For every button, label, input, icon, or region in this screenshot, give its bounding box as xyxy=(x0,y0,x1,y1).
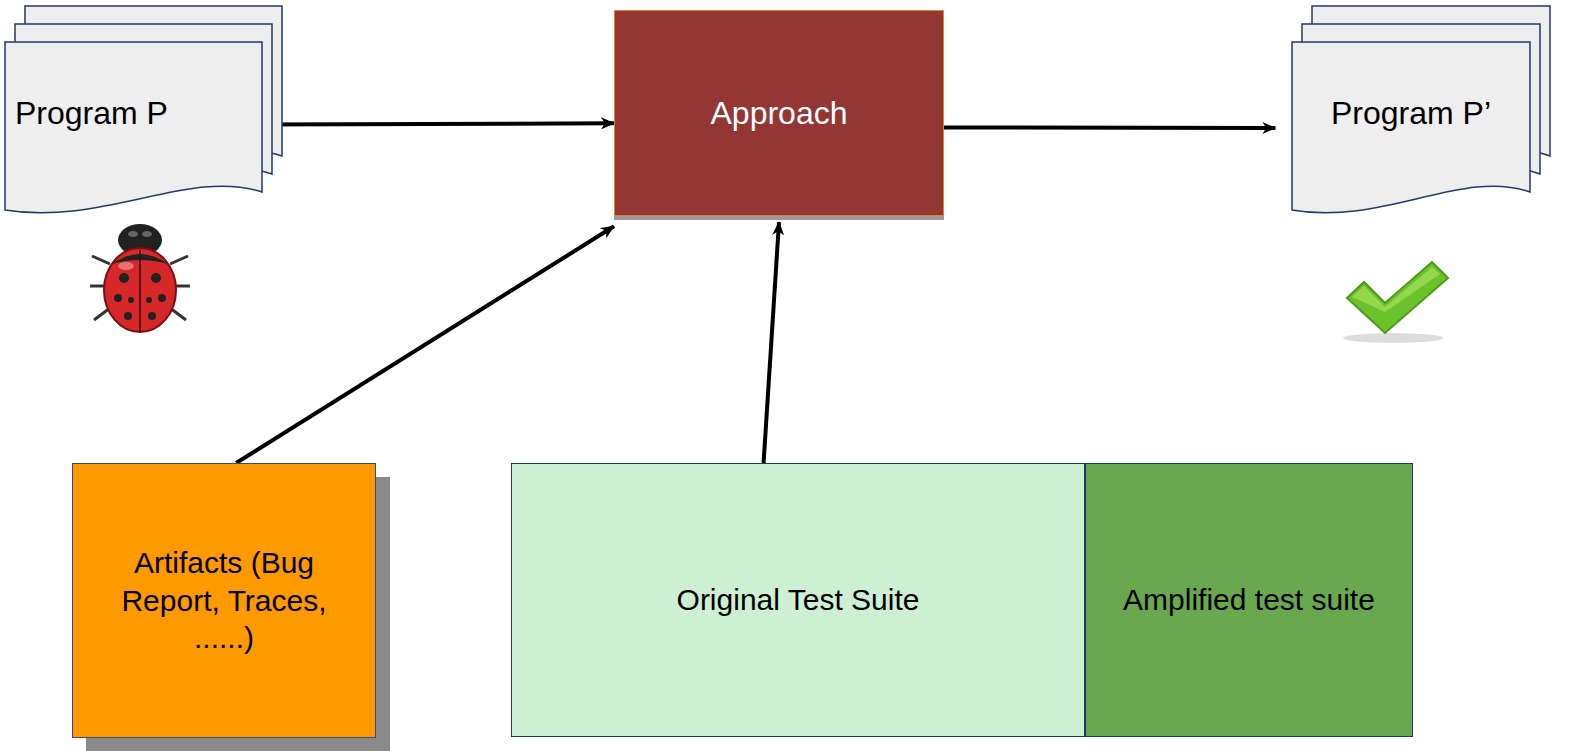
arrow-connector xyxy=(764,222,779,463)
arrow-connector xyxy=(944,125,1275,130)
artifact-box: Artifacts (Bug Report, Traces, ......) xyxy=(72,463,376,738)
node-label: Program P’ xyxy=(1331,93,1491,133)
arrow-connector xyxy=(262,123,614,124)
node-label: Artifacts (Bug Report, Traces, ......) xyxy=(89,544,359,657)
node-label: Original Test Suite xyxy=(677,581,920,619)
document-page xyxy=(5,42,262,213)
bug-icon xyxy=(90,224,190,332)
test-suite-box: Original Test Suite xyxy=(511,463,1085,737)
process-box: Approach xyxy=(614,10,944,216)
document-page xyxy=(1292,42,1530,213)
program-document: Program P xyxy=(5,42,262,214)
check-icon xyxy=(1343,262,1448,343)
node-label: Program P xyxy=(15,93,168,133)
node-label: Amplified test suite xyxy=(1123,581,1375,619)
test-suite-box: Amplified test suite xyxy=(1085,463,1413,737)
node-label: Approach xyxy=(711,93,848,133)
program-document: Program P’ xyxy=(1292,42,1530,214)
arrow-connector xyxy=(236,226,614,463)
